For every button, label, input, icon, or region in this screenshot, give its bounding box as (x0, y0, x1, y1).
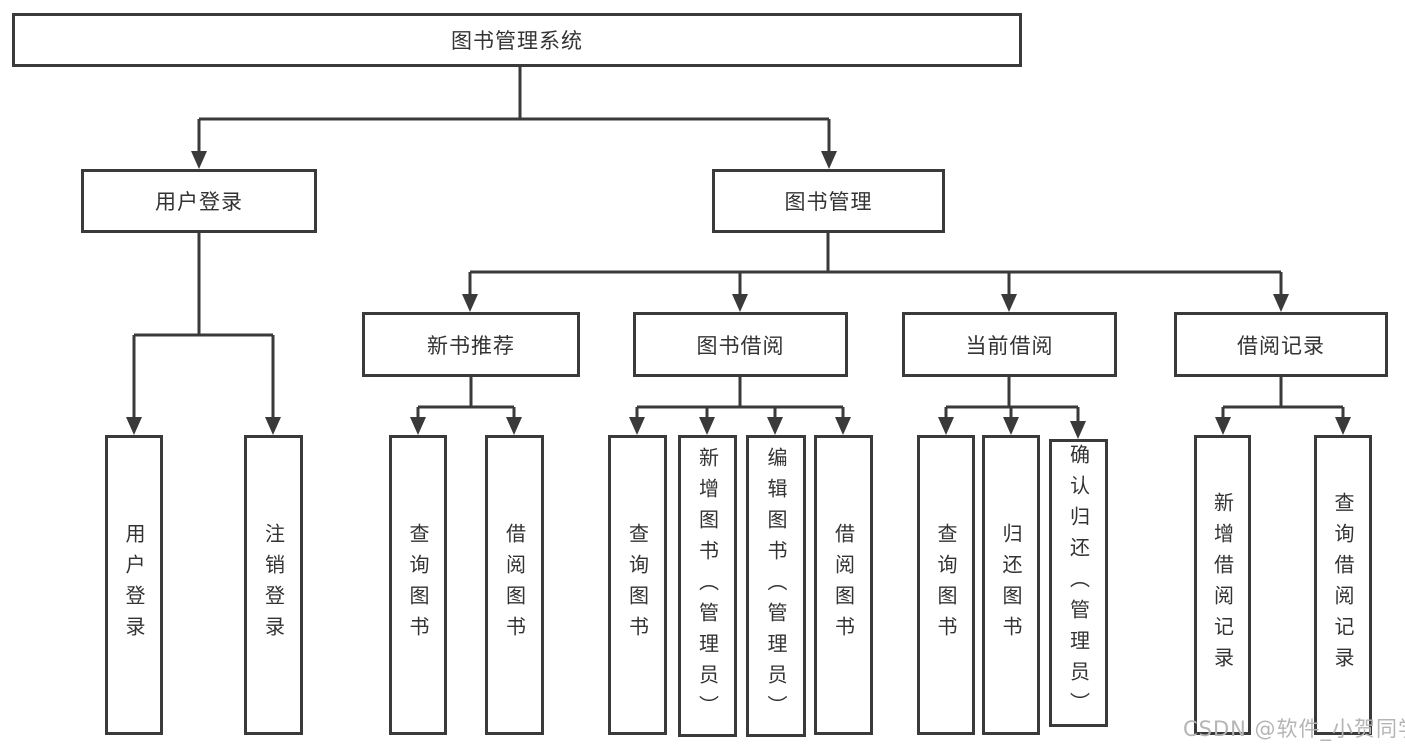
leaf-query-books-borrow: 查询图书 (608, 435, 667, 735)
watermark-text: CSDN @软件_小贺同学 (1183, 717, 1405, 741)
node-library-system-label: 图书管理系统 (451, 29, 583, 53)
leaf-borrow-books-recommend-label: 借阅图书 (502, 523, 527, 647)
leaf-query-books-recommend-label: 查询图书 (406, 523, 430, 647)
leaf-user-login-label: 用户登录 (122, 523, 146, 647)
node-borrow-records: 借阅记录 (1174, 312, 1388, 377)
node-user-login: 用户登录 (81, 169, 317, 233)
leaf-user-login: 用户登录 (105, 435, 163, 735)
leaf-confirm-return-admin: 确认归还（管理员） (1049, 439, 1108, 727)
connector-login-to-leaves (126, 233, 281, 435)
leaf-query-borrow-record-label: 查询借阅记录 (1331, 492, 1355, 678)
connector-borrow-to-leaves (629, 377, 851, 435)
leaf-logout: 注销登录 (244, 435, 303, 735)
node-book-management-label: 图书管理 (784, 190, 873, 214)
leaf-borrow-books: 借阅图书 (814, 435, 873, 735)
node-new-book-recommend-label: 新书推荐 (427, 333, 515, 358)
node-borrow-records-label: 借阅记录 (1237, 333, 1325, 358)
node-book-borrow: 图书借阅 (633, 312, 848, 377)
leaf-query-books-current-label: 查询图书 (934, 523, 958, 647)
connector-records-to-leaves (1215, 377, 1351, 435)
leaf-query-books-recommend: 查询图书 (389, 435, 447, 735)
leaf-query-books-borrow-label: 查询图书 (625, 523, 650, 647)
leaf-confirm-return-admin-label: 确认归还（管理员） (1066, 443, 1091, 723)
node-user-login-label: 用户登录 (155, 190, 243, 214)
leaf-query-books-current: 查询图书 (917, 435, 975, 735)
connector-management-to-sections (462, 233, 1289, 312)
leaf-borrow-books-recommend: 借阅图书 (485, 435, 544, 735)
leaf-borrow-books-label: 借阅图书 (831, 523, 856, 647)
leaf-add-borrow-record-label: 新增借阅记录 (1210, 492, 1235, 678)
node-new-book-recommend: 新书推荐 (362, 312, 580, 377)
leaf-add-borrow-record: 新增借阅记录 (1194, 435, 1251, 735)
connector-recommend-to-leaves (410, 377, 522, 435)
leaf-query-borrow-record: 查询借阅记录 (1314, 435, 1372, 735)
leaf-return-books-label: 归还图书 (999, 523, 1023, 647)
connector-root-to-level2 (191, 67, 837, 169)
leaf-return-books: 归还图书 (982, 435, 1040, 735)
leaf-add-books-admin-label: 新增图书（管理员） (695, 446, 720, 726)
node-current-borrow: 当前借阅 (902, 312, 1117, 377)
node-library-system: 图书管理系统 (12, 13, 1022, 67)
connector-current-to-leaves (938, 377, 1086, 439)
leaf-logout-label: 注销登录 (261, 523, 286, 647)
leaf-edit-books-admin: 编辑图书（管理员） (746, 435, 806, 737)
leaf-edit-books-admin-label: 编辑图书（管理员） (764, 446, 788, 726)
node-book-management: 图书管理 (712, 169, 945, 233)
node-book-borrow-label: 图书借阅 (696, 333, 785, 358)
leaf-add-books-admin: 新增图书（管理员） (678, 435, 737, 737)
node-current-borrow-label: 当前借阅 (965, 333, 1054, 358)
